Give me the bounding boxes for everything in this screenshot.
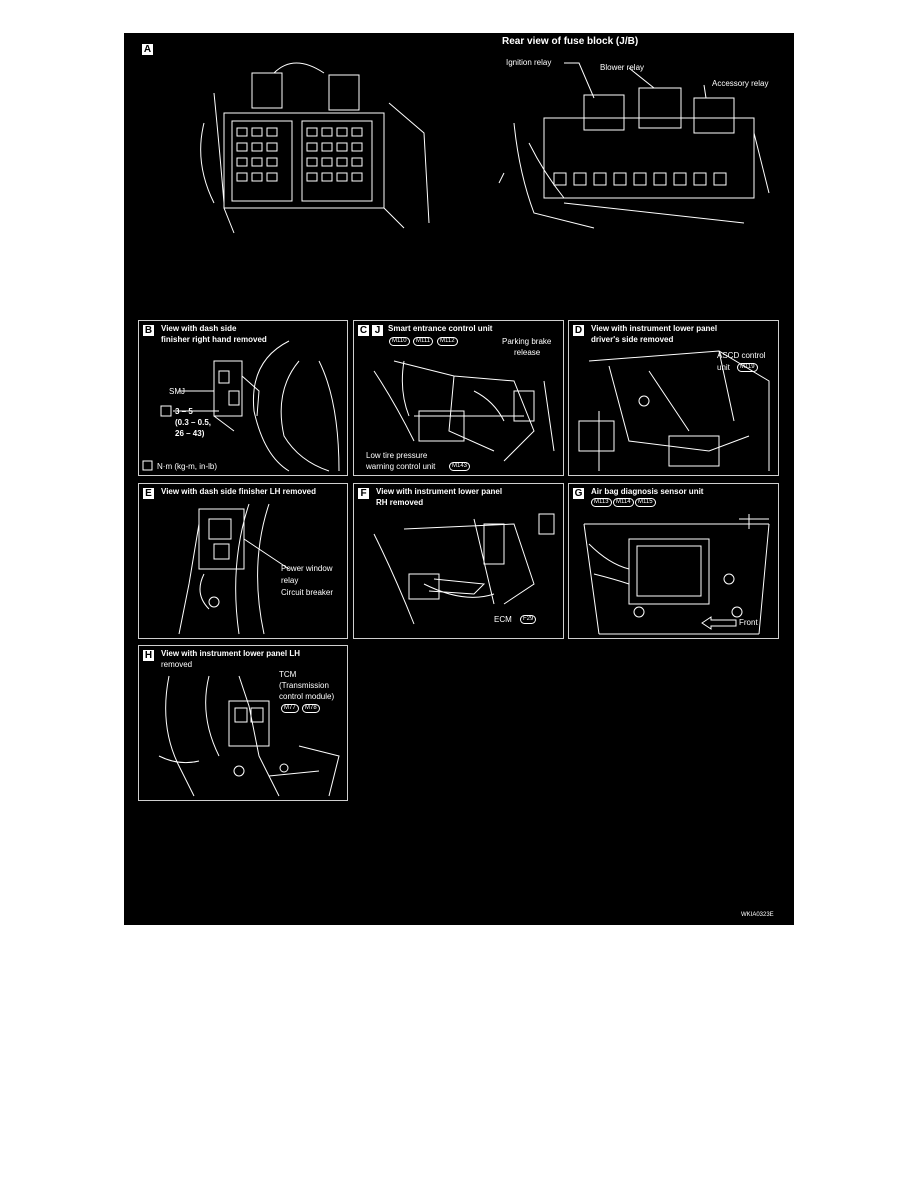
blower-relay-label: Blower relay [600, 63, 645, 72]
connector-m114: M114 [613, 498, 634, 507]
connector-m110: M110 [389, 337, 410, 346]
fuse-block-illustration [200, 62, 770, 234]
panel-a-title: Rear view of fuse block (J/B) [502, 36, 639, 47]
ignition-relay-label: Ignition relay [506, 58, 552, 67]
panel-h-tag: H [143, 650, 154, 661]
parking-brake-label-2: release [514, 348, 541, 357]
panel-e-tag: E [143, 488, 154, 499]
tcm-label: TCM [279, 670, 297, 679]
dash-side-illustration [142, 340, 340, 472]
connector-m115: M115 [635, 498, 656, 507]
panel-a: A [124, 33, 794, 258]
panel-b-title-2: finisher right hand removed [161, 335, 267, 344]
panel-c-title: Smart entrance control unit [388, 324, 493, 333]
panel-c: C J Smart entrance control unit M110 M11… [353, 320, 564, 476]
airbag-sensor-illustration [583, 514, 770, 635]
low-tire-label-2: warning control unit [366, 462, 436, 471]
panel-d: D View with instrument lower panel drive… [568, 320, 779, 476]
panel-e-title: View with dash side finisher LH removed [161, 487, 317, 496]
ascd-illustration [578, 350, 770, 471]
figure-code: WKIA0323E [741, 912, 774, 918]
connector-m78: M78 [302, 704, 320, 713]
connector-m112: M112 [437, 337, 458, 346]
panel-h-title-2: removed [161, 660, 193, 669]
smart-entrance-illustration [373, 360, 555, 462]
panel-d-tag: D [573, 325, 584, 336]
connector-m143: M143 [449, 462, 471, 471]
panel-a-tag: A [142, 44, 153, 55]
ecm-illustration [373, 513, 555, 625]
connector-m111: M111 [413, 337, 434, 346]
panel-b-tag: B [143, 325, 154, 336]
panel-e: E View with dash side finisher LH remove… [138, 483, 348, 639]
circuit-breaker-label: Circuit breaker [281, 588, 334, 597]
panel-h-title-1: View with instrument lower panel LH [161, 649, 300, 658]
panel-j-tag: J [372, 325, 383, 336]
front-label: Front [739, 618, 758, 627]
torque-value-2: (0.3 – 0.5, [175, 418, 212, 427]
power-window-label: Power window [281, 564, 333, 573]
power-window-label-2: relay [281, 576, 299, 585]
panel-f: F View with instrument lower panel RH re… [353, 483, 564, 639]
panel-f-tag: F [358, 488, 369, 499]
arrow-left-icon [701, 616, 737, 630]
torque-units: N·m (kg-m, in-lb) [157, 462, 217, 471]
power-window-illustration [178, 503, 290, 635]
panel-h: H View with instrument lower panel LH re… [138, 645, 348, 801]
panel-f-title-1: View with instrument lower panel [376, 487, 503, 496]
panel-d-title-1: View with instrument lower panel [591, 324, 718, 333]
ascd-label: ASCD control [717, 351, 766, 360]
panel-f-title-2: RH removed [376, 498, 424, 507]
tcm-illustration [158, 675, 340, 797]
panel-b: B View with dash side finisher right han… [138, 320, 348, 476]
ascd-label-2: unit [717, 363, 730, 372]
smj-label: SMJ [169, 387, 185, 396]
accessory-relay-label: Accessory relay [712, 79, 769, 88]
torque-value: 3 – 5 [175, 407, 193, 416]
connector-m119: M119 [737, 363, 758, 372]
panel-d-title-2: driver's side removed [591, 335, 674, 344]
panel-b-title-1: View with dash side [161, 324, 237, 333]
panel-c-tag: C [358, 325, 369, 336]
ecm-label: ECM [494, 615, 512, 624]
torque-value-3: 26 – 43) [175, 429, 205, 438]
panel-g: G Air bag diagnosis sensor unit M113 M11… [568, 483, 779, 639]
diagram-sheet: A [124, 33, 794, 925]
connector-m113: M113 [591, 498, 612, 507]
panel-g-tag: G [573, 488, 584, 499]
low-tire-label: Low tire pressure [366, 451, 428, 460]
parking-brake-label: Parking brake [502, 337, 552, 346]
tcm-label-3: control module) [279, 692, 335, 701]
connector-f29: F29 [520, 615, 537, 624]
connector-m77: M77 [281, 704, 299, 713]
panel-g-title: Air bag diagnosis sensor unit [591, 487, 704, 496]
tcm-label-2: (Transmission [279, 681, 329, 690]
